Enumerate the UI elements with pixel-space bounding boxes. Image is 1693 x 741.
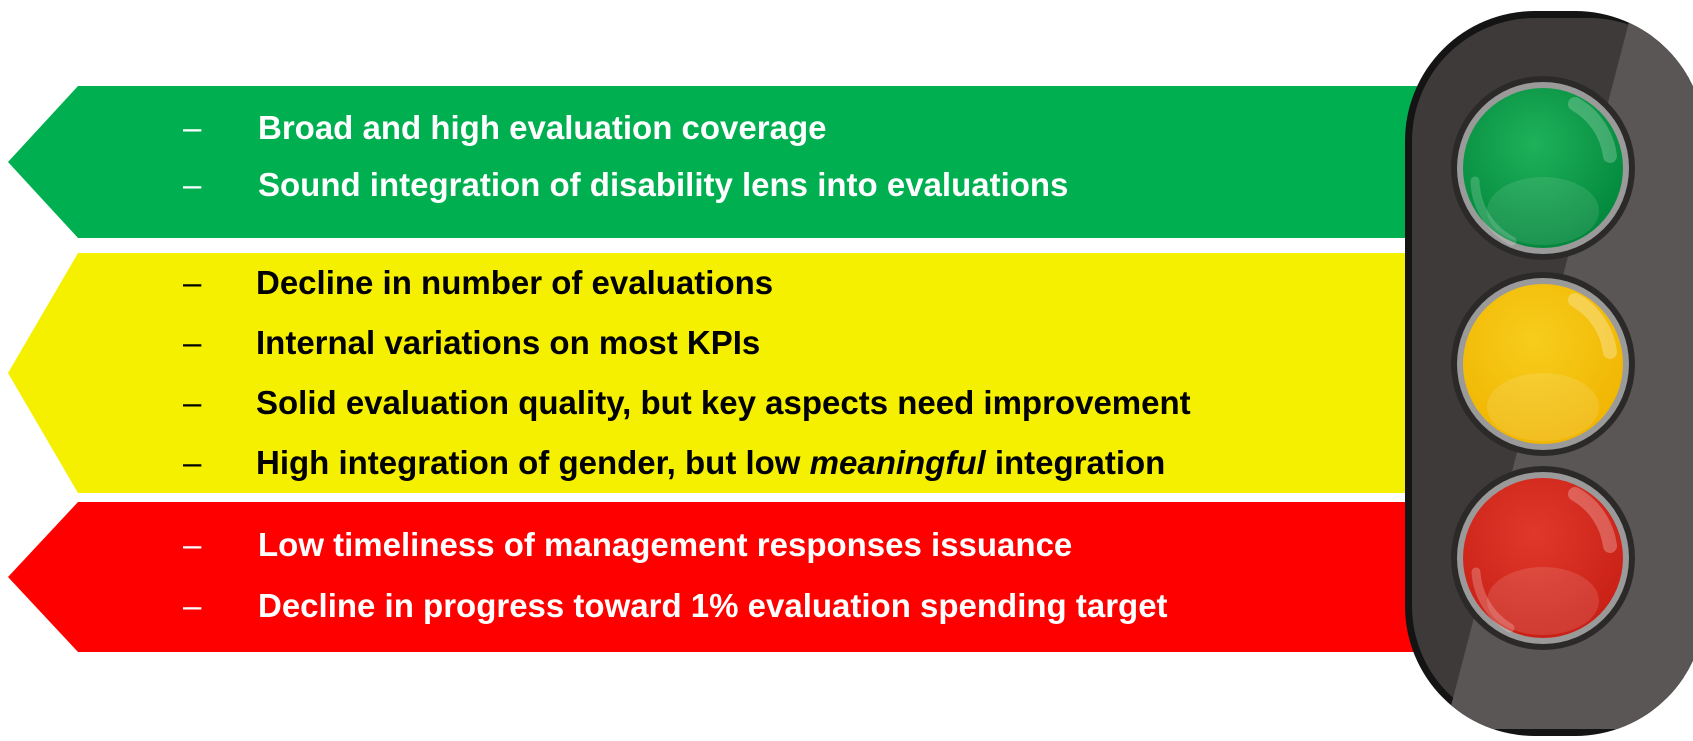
list-item: – Decline in progress toward 1% evaluati… (8, 586, 1440, 626)
item-text: Low timeliness of management responses i… (258, 526, 1073, 563)
yellow-lamp-icon (1451, 272, 1635, 456)
green-item-list: – Broad and high evaluation coverage – S… (8, 86, 1440, 238)
bullet-dash: – (183, 109, 202, 146)
bullet-dash: – (183, 526, 202, 563)
bullet-dash: – (183, 166, 202, 203)
item-text: Sound integration of disability lens int… (258, 166, 1069, 203)
item-text-before: High integration of gender, but low (256, 444, 810, 481)
bullet-dash: – (183, 444, 202, 481)
item-text: Internal variations on most KPIs (256, 324, 761, 361)
item-text: High integration of gender, but low mean… (256, 443, 1165, 483)
item-text-emphasis: meaningful (809, 444, 986, 481)
bullet-dash: – (183, 264, 202, 301)
bullet-dash: – (183, 587, 202, 624)
yellow-item-list: – Decline in number of evaluations – Int… (8, 253, 1440, 493)
list-item: – Solid evaluation quality, but key aspe… (8, 383, 1440, 423)
list-item: – Sound integration of disability lens i… (8, 165, 1440, 205)
traffic-light-icon (1405, 11, 1693, 736)
list-item: – Broad and high evaluation coverage (8, 108, 1440, 148)
red-banner: – Low timeliness of management responses… (8, 502, 1440, 652)
item-text: Broad and high evaluation coverage (258, 109, 827, 146)
bullet-dash: – (183, 324, 202, 361)
item-text: Solid evaluation quality, but key aspect… (256, 384, 1191, 421)
red-item-list: – Low timeliness of management responses… (8, 502, 1440, 652)
green-banner: – Broad and high evaluation coverage – S… (8, 86, 1440, 238)
list-item: – Internal variations on most KPIs (8, 323, 1440, 363)
red-lamp-icon (1451, 466, 1635, 650)
list-item: – Decline in number of evaluations (8, 263, 1440, 303)
item-text: Decline in number of evaluations (256, 264, 774, 301)
bullet-dash: – (183, 384, 202, 421)
list-item: – High integration of gender, but low me… (8, 443, 1440, 483)
yellow-banner: – Decline in number of evaluations – Int… (8, 253, 1440, 493)
item-text-after: integration (985, 444, 1166, 481)
item-text: Decline in progress toward 1% evaluation… (258, 587, 1168, 624)
green-lamp-icon (1451, 76, 1635, 260)
list-item: – Low timeliness of management responses… (8, 525, 1440, 565)
